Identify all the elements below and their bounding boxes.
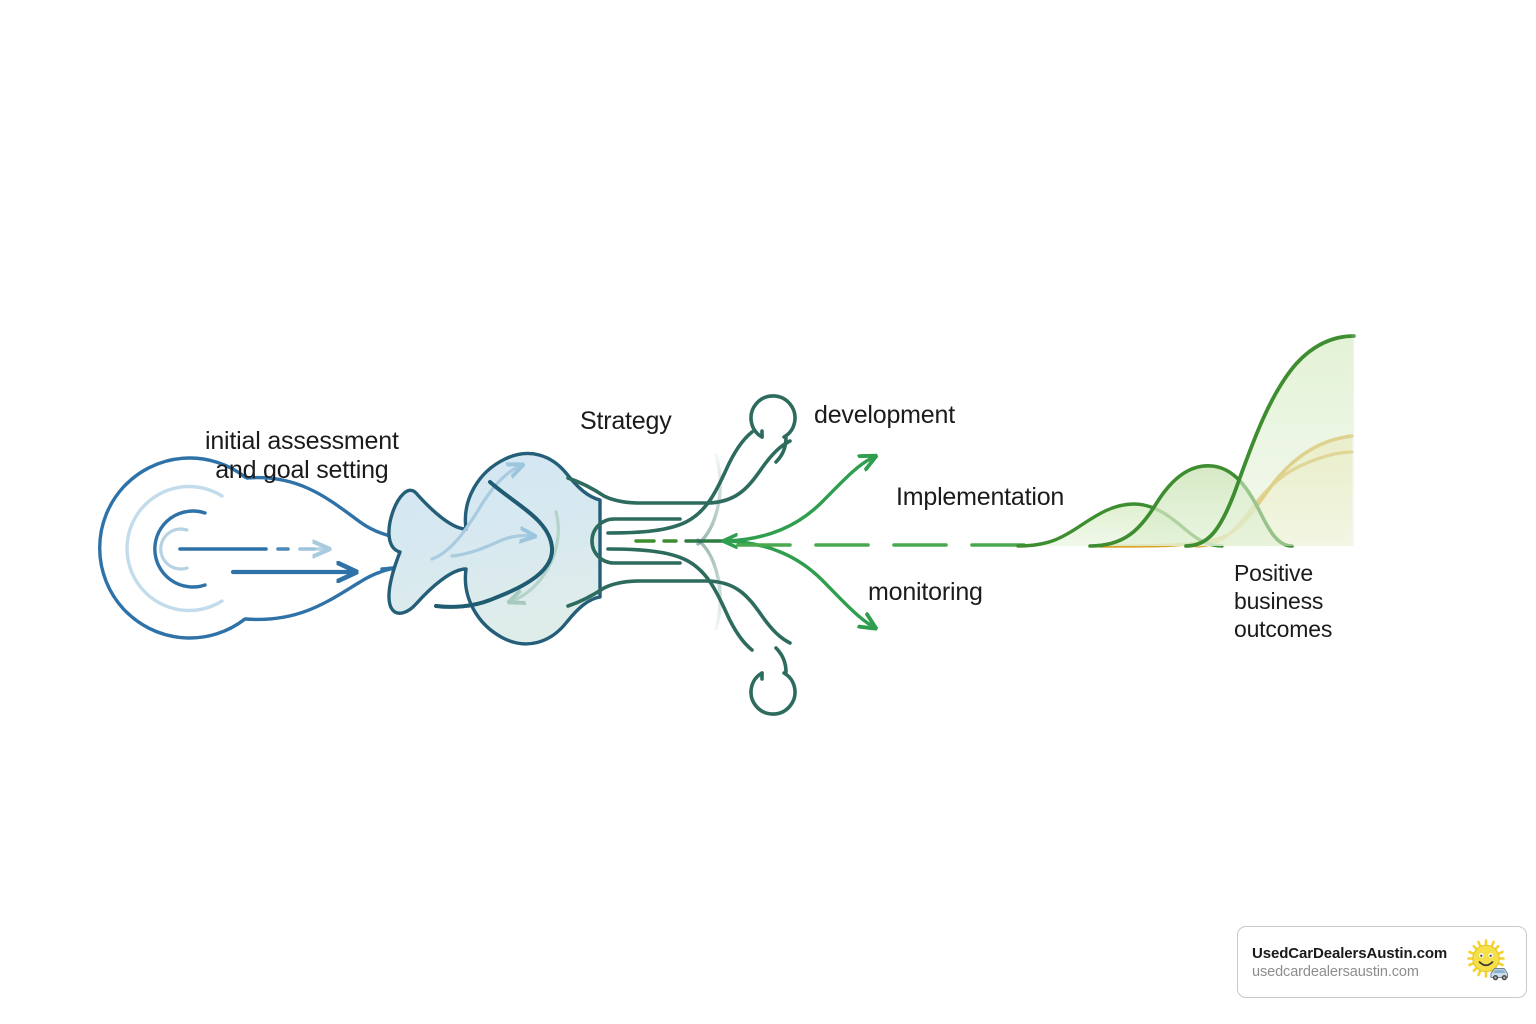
watermark-url: usedcardealersaustin.com (1252, 963, 1419, 980)
implementation-monitoring-arrows (726, 441, 1042, 626)
sun-and-car-icon (1467, 939, 1508, 981)
label-initial-assessment: initial assessment and goal setting (205, 427, 399, 484)
label-strategy: Strategy (580, 407, 672, 435)
blob-cycle-icon (387, 451, 602, 646)
label-positive-business-outcomes: Positive business outcomes (1234, 560, 1333, 642)
target-spiral-icon (98, 456, 426, 640)
label-development: development (814, 401, 955, 429)
growth-wave-icon (1016, 330, 1384, 560)
watermark-text-block: UsedCarDealersAustin.com usedcardealersa… (1252, 945, 1460, 980)
label-monitoring: monitoring (868, 578, 983, 606)
strategy-branch-lines (566, 394, 797, 716)
watermark-title: UsedCarDealersAustin.com (1252, 944, 1448, 962)
watermark-badge: UsedCarDealersAustin.com usedcardealersa… (1237, 926, 1527, 998)
label-implementation: Implementation (896, 483, 1065, 511)
